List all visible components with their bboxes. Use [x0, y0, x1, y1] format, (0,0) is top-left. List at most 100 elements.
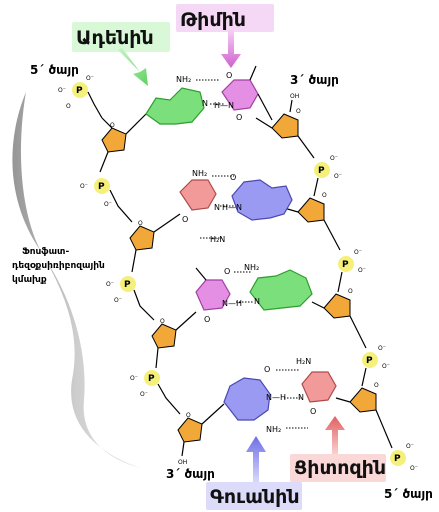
sugar-1: [101, 127, 127, 153]
sugar-2: [129, 225, 155, 251]
sugar-r1: [271, 113, 299, 139]
svg-text:P: P: [366, 356, 373, 366]
sugar-r3: [323, 293, 351, 319]
svg-text:P: P: [148, 374, 155, 384]
thymine-label: Թիմին: [180, 9, 246, 31]
svg-text:P: P: [318, 166, 325, 176]
svg-text:O: O: [204, 315, 210, 324]
adenine-label: Ադենին: [76, 27, 154, 49]
end-5-bottom-label: 5´ ծայր: [384, 487, 433, 501]
svg-text:OH: OH: [178, 459, 187, 466]
adenine-1-ring: [145, 87, 205, 125]
adenine-label-bg: [72, 22, 170, 52]
svg-text:O⁻: O⁻: [58, 87, 66, 94]
svg-text:O⁻: O⁻: [140, 391, 148, 398]
svg-text:O⁻: O⁻: [86, 75, 94, 82]
svg-text:O: O: [186, 412, 191, 419]
svg-text:NH₂: NH₂: [192, 169, 207, 178]
pair-cytosine-guanine-1: NH₂ N O O H—N H₂N: [179, 169, 293, 244]
end-3-top-label: 3´ ծայր: [290, 73, 339, 87]
svg-text:O: O: [66, 103, 71, 110]
phosphate-r1: [314, 162, 330, 178]
svg-text:O⁻: O⁻: [330, 155, 338, 162]
svg-text:H—N: H—N: [214, 101, 234, 110]
end-5-top-label: 5´ ծայր: [30, 63, 79, 77]
svg-text:P: P: [76, 86, 83, 96]
svg-text:O⁻: O⁻: [334, 173, 342, 180]
svg-text:O: O: [182, 215, 188, 224]
svg-text:O⁻: O⁻: [80, 183, 88, 190]
cytosine-arrow-icon: [325, 416, 345, 454]
svg-text:O: O: [236, 113, 242, 122]
svg-text:O⁻: O⁻: [358, 267, 366, 274]
svg-text:N: N: [298, 393, 304, 402]
svg-text:O⁻: O⁻: [114, 297, 122, 304]
svg-text:H₂N: H₂N: [210, 235, 225, 244]
guanine-label: Գուանին: [210, 486, 300, 508]
cytosine-1-ring: [179, 179, 217, 211]
svg-text:O: O: [374, 382, 379, 389]
svg-text:OH: OH: [290, 93, 299, 100]
svg-text:H—N: H—N: [222, 203, 242, 212]
sugar-r4: [349, 387, 377, 413]
backbone-label-line1: Ֆոսֆատ-: [22, 247, 69, 257]
cytosine-2-ring: [301, 371, 337, 403]
phosphate-r2: [338, 256, 354, 272]
thymine-label-bg: [176, 4, 274, 32]
left-backbone: P O⁻ O⁻ O O P O⁻ O⁻ O P O⁻ O⁻ O P: [58, 75, 225, 466]
phosphate-1: [72, 82, 88, 98]
pair-guanine-cytosine-2: O N—H NH₂ H₂N N O: [223, 357, 337, 434]
svg-text:O⁻: O⁻: [130, 375, 138, 382]
svg-text:P: P: [124, 280, 131, 290]
svg-text:P: P: [342, 260, 349, 270]
svg-text:NH₂: NH₂: [244, 263, 259, 272]
svg-text:O⁻: O⁻: [106, 281, 114, 288]
svg-text:O: O: [110, 122, 115, 129]
right-backbone: OH O P O⁻ O⁻ O P O⁻ O⁻ O P O⁻ O⁻: [255, 93, 418, 472]
svg-text:N: N: [254, 297, 260, 306]
end-3-bottom-label: 3´ ծայր: [166, 467, 215, 481]
svg-text:O: O: [348, 288, 353, 295]
svg-text:N—H: N—H: [266, 393, 286, 402]
guanine-label-bg: [206, 482, 302, 510]
guanine-2-ring: [223, 377, 271, 421]
sugar-4: [177, 417, 203, 443]
svg-text:O⁻: O⁻: [382, 363, 390, 370]
svg-text:P: P: [394, 454, 401, 464]
adenine-arrow-icon: [118, 48, 148, 86]
svg-text:N: N: [214, 203, 220, 212]
thymine-arrow-icon: [221, 30, 241, 68]
phosphate-4: [144, 370, 160, 386]
svg-text:O: O: [310, 407, 316, 416]
svg-text:O⁻: O⁻: [406, 443, 414, 450]
svg-text:O: O: [160, 318, 165, 325]
svg-text:O: O: [224, 267, 230, 276]
pair-thymine-adenine-2: O N—H O NH₂ N: [195, 263, 313, 324]
svg-text:N—H: N—H: [222, 299, 242, 308]
svg-text:O⁻: O⁻: [410, 465, 418, 472]
guanine-1-ring: [231, 179, 293, 221]
svg-text:O: O: [138, 220, 143, 227]
svg-text:NH₂: NH₂: [266, 425, 281, 434]
cytosine-label: Ցիտոզին: [294, 457, 386, 479]
phosphate-r3: [362, 352, 378, 368]
svg-text:O⁻: O⁻: [104, 201, 112, 208]
pair-adenine-thymine-1: NH₂ N O H—N O: [145, 65, 273, 125]
phosphate-3: [120, 276, 136, 292]
svg-text:O⁻: O⁻: [378, 345, 386, 352]
svg-text:O: O: [226, 71, 232, 80]
backbone-label-line3: կմախք: [12, 275, 47, 285]
phosphate-2: [94, 178, 110, 194]
svg-text:O: O: [264, 365, 270, 374]
cytosine-label-bg: [290, 454, 386, 482]
svg-text:N: N: [202, 99, 208, 108]
backbone-brace-shadow: [12, 92, 141, 468]
svg-text:P: P: [98, 182, 105, 192]
guanine-arrow-icon: [246, 436, 266, 482]
svg-text:O⁻: O⁻: [354, 249, 362, 256]
sugar-r2: [297, 197, 325, 223]
svg-text:O: O: [230, 173, 236, 182]
svg-text:H₂N: H₂N: [296, 357, 311, 366]
svg-text:NH₂: NH₂: [176, 75, 191, 84]
